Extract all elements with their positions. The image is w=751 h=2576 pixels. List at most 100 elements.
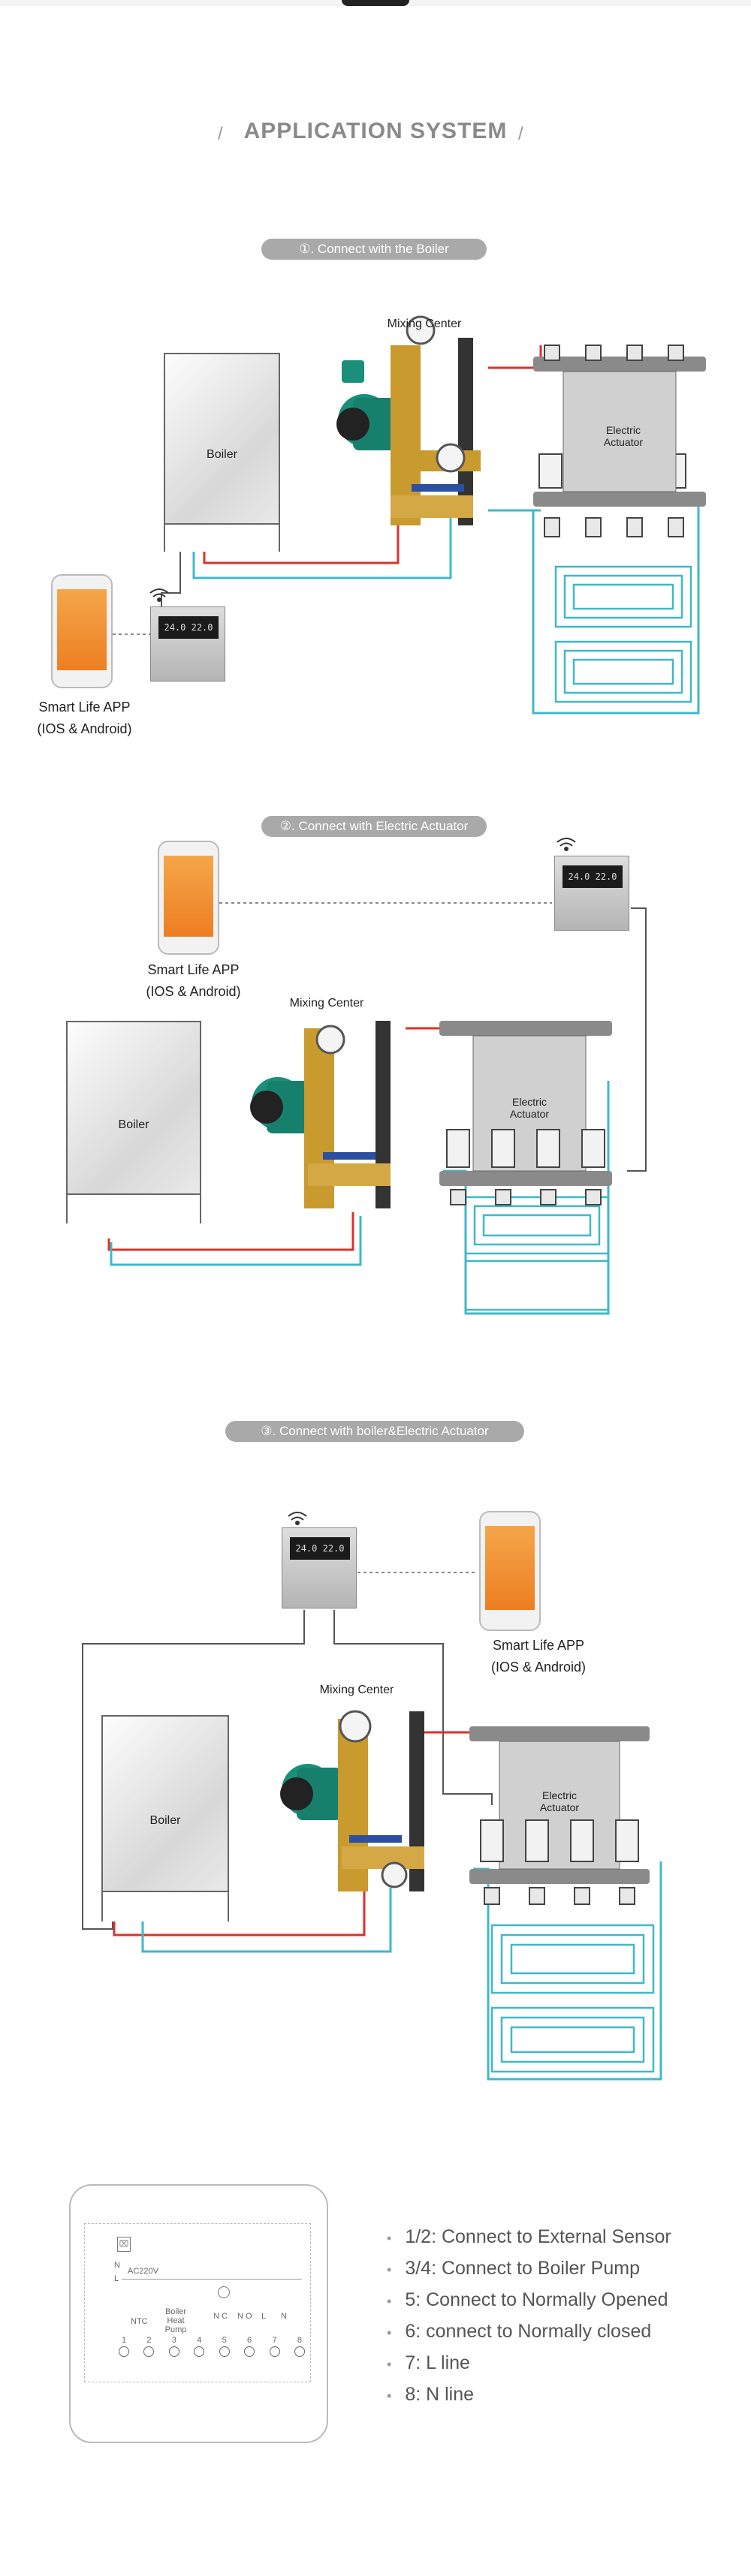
mixing-center-unit: [336, 315, 481, 525]
legend-item: •1/2: Connect to External Sensor: [387, 2222, 671, 2253]
terminal-block: 1 2 3 4 5 6 7 8: [114, 2336, 309, 2361]
page-title: APPLICATION SYSTEM: [243, 119, 508, 143]
terminal-screw-icon: [269, 2346, 280, 2357]
thermostat: 24.0 22.0: [554, 856, 629, 931]
boiler-controls: [165, 523, 279, 552]
section-1-pill: ①. Connect with the Boiler: [261, 239, 487, 260]
app-platforms: (IOS & Android): [490, 1659, 587, 1675]
terminal-number: 4: [197, 2336, 202, 2345]
control-wire: [627, 907, 647, 1172]
phone-screen: [57, 589, 107, 670]
board-l-line: [122, 2279, 302, 2280]
app-name: Smart Life APP: [492, 1638, 585, 1653]
legend-item: •6: connect to Normally closed: [387, 2316, 671, 2348]
bullet-icon: •: [387, 2231, 392, 2246]
actuator-label: Actuator: [603, 436, 644, 448]
boiler-label: Boiler: [118, 1118, 149, 1131]
legend-item: •5: Connect to Normally Opened: [387, 2285, 671, 2316]
label-l: L: [261, 2312, 267, 2321]
control-wire: [333, 1610, 493, 1805]
pressure-gauge: [315, 1025, 345, 1055]
pressure-gauge: [339, 1710, 372, 1743]
app-platforms: (IOS & Android): [37, 721, 132, 736]
terminal-screw-icon: [194, 2346, 205, 2357]
terminal: 6: [240, 2336, 259, 2361]
terminal-screw-icon: [143, 2346, 155, 2357]
section-2-diagram: [107, 838, 647, 1315]
boiler-label: Boiler: [149, 1814, 181, 1827]
wifi-icon: [556, 838, 576, 851]
thermostat-screen: 24.0 22.0: [158, 616, 219, 639]
section-3-diagram: [82, 1512, 662, 2081]
return-pipe: [192, 518, 452, 579]
board-inner: [84, 2223, 311, 2382]
bullet-icon: •: [387, 2294, 392, 2309]
legend-item: •3/4: Connect to Boiler Pump: [387, 2253, 671, 2285]
pressure-gauge: [436, 443, 466, 473]
bullet-icon: •: [387, 2325, 392, 2340]
title-slash-left: /: [218, 124, 223, 144]
bullet-icon: •: [387, 2357, 392, 2372]
supply-pipe: [488, 345, 542, 369]
board-l-label: L: [114, 2274, 119, 2283]
board-n-label: N: [114, 2261, 120, 2270]
legend-text: Connect to External Sensor: [441, 2226, 671, 2247]
terminal-screw-icon: [168, 2346, 179, 2357]
terminal-screw-icon: [294, 2346, 305, 2357]
terminal: 8: [290, 2336, 309, 2361]
terminal: 4: [189, 2336, 209, 2361]
wifi-icon: [149, 588, 169, 602]
label-ntc: NTC: [131, 2317, 148, 2326]
supply-pipe: [203, 525, 400, 564]
terminal: 3: [164, 2336, 184, 2361]
terminal-number: 7: [272, 2336, 277, 2345]
terminal: 1: [114, 2336, 134, 2361]
legend-text: L line: [426, 2352, 470, 2373]
wiring-board: ⌧ N AC220V L NTC Boiler Heat Pump N C N …: [69, 2184, 328, 2443]
electric-label: Electric: [606, 424, 641, 436]
control-wire: [161, 552, 181, 615]
return-pipe: [532, 503, 700, 715]
phone: [158, 841, 219, 955]
legend-key: 8:: [405, 2384, 421, 2405]
app-name: Smart Life APP: [38, 700, 131, 715]
pressure-gauge: [381, 1861, 408, 1888]
app-name: Smart Life APP: [147, 962, 240, 977]
app-platforms: (IOS & Android): [146, 983, 241, 999]
electric-label: Electric: [542, 1789, 577, 1801]
app-label: Smart Life APP (IOS & Android): [467, 1635, 610, 1678]
terminal-number: 5: [222, 2336, 227, 2345]
label-nc: N C: [213, 2312, 228, 2321]
electric-actuator: [480, 1819, 639, 1862]
terminal-screw-icon: [119, 2346, 129, 2357]
relay-symbol: [218, 2286, 230, 2298]
terminal: 2: [139, 2336, 158, 2361]
label-boiler-heat-pump: Boiler Heat Pump: [164, 2307, 187, 2334]
legend-key: 6:: [405, 2321, 421, 2342]
legend-key: 7:: [405, 2352, 421, 2373]
mixing-center-unit: [280, 1710, 424, 1891]
bullet-icon: •: [387, 2262, 392, 2277]
section-3-pill: ③. Connect with boiler&Electric Actuator: [225, 1421, 524, 1442]
title-slash-right: /: [518, 124, 523, 144]
terminal-number: 2: [146, 2336, 152, 2345]
thermostat-screen: 24.0 22.0: [562, 865, 623, 888]
label-no: N O: [237, 2312, 252, 2321]
terminal-number: 3: [171, 2336, 176, 2345]
terminal-number: 8: [297, 2336, 303, 2345]
phone: [479, 1511, 541, 1631]
wifi-icon: [288, 1512, 307, 1525]
app-label: Smart Life APP (IOS & Android): [124, 959, 263, 1003]
terminal-number: 1: [121, 2336, 127, 2345]
mixing-center-label: Mixing Center: [387, 317, 462, 330]
thermostat: 24.0 22.0: [282, 1527, 357, 1608]
mixing-center-label: Mixing Center: [289, 997, 364, 1010]
top-tab: [342, 0, 409, 6]
pressure-gauge: [406, 315, 436, 345]
terminal-screw-icon: [244, 2346, 255, 2357]
return-pipe: [141, 1888, 392, 1953]
label-n: N: [281, 2312, 287, 2321]
supply-pipe: [113, 1888, 366, 1937]
legend-item: • 7: L line: [387, 2348, 671, 2379]
terminal: 5: [215, 2336, 234, 2361]
